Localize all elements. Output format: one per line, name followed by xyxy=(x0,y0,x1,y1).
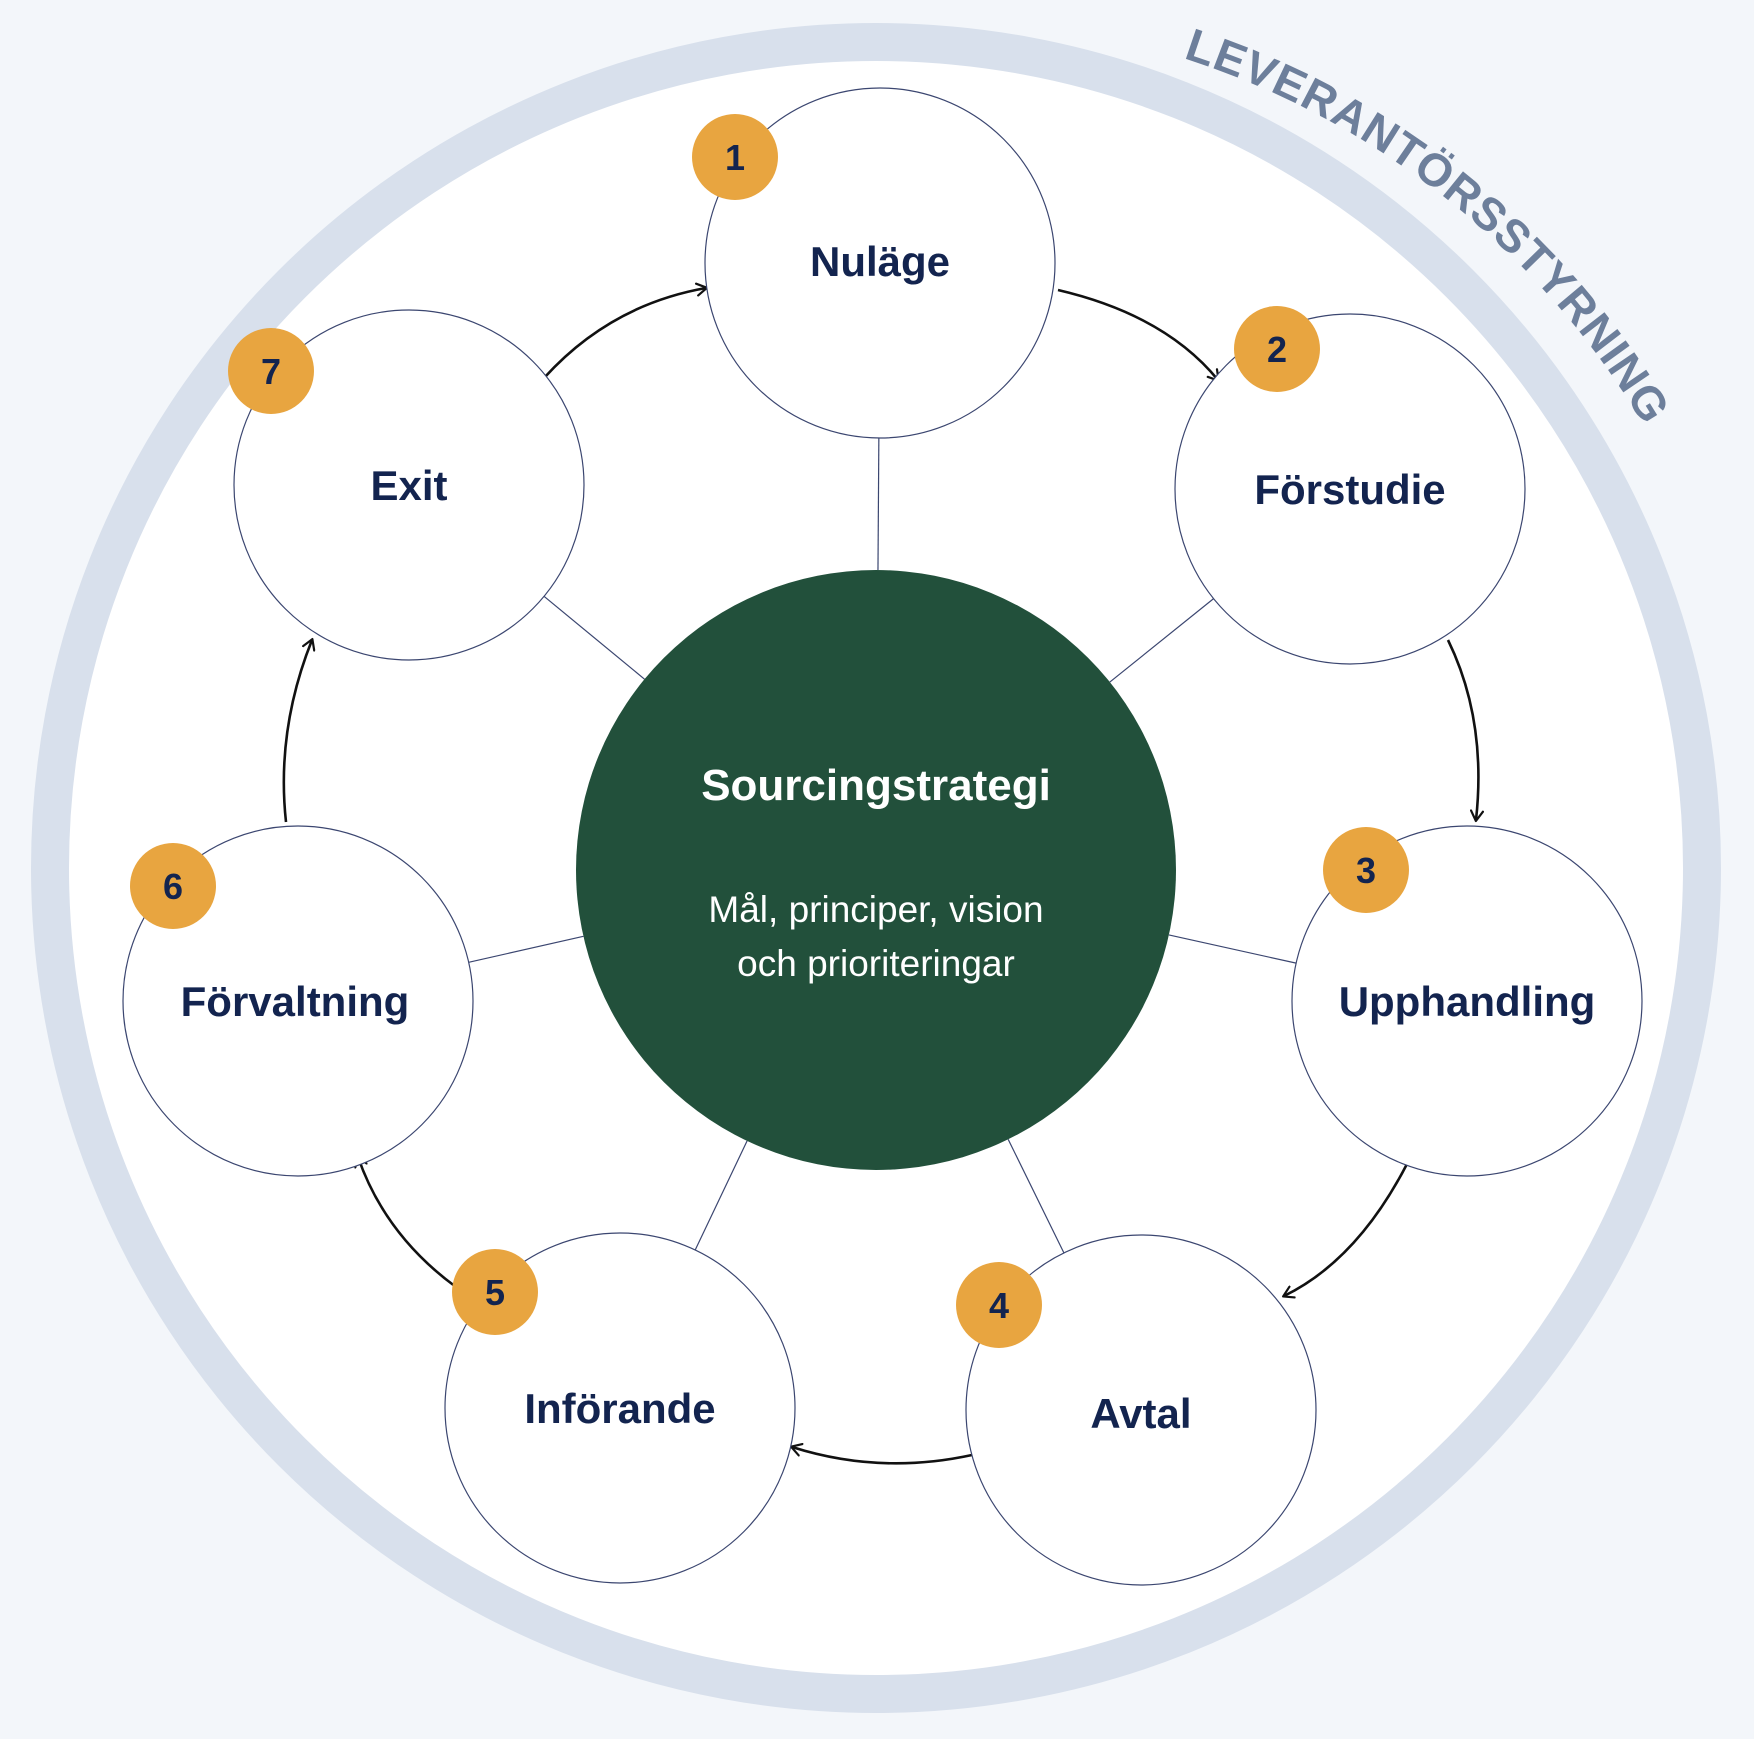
arrow-6-to-7 xyxy=(282,640,312,823)
step-node-avtal: Avtal 4 xyxy=(956,1234,1317,1586)
step-badge xyxy=(452,1249,538,1335)
step-label: Nuläge xyxy=(810,238,950,285)
arrow-5-to-6 xyxy=(358,1157,457,1289)
center-title: Sourcingstrategi xyxy=(701,761,1051,810)
step-number: 1 xyxy=(725,137,745,178)
step-number: 4 xyxy=(989,1285,1009,1326)
step-node-upphandling: Upphandling 3 xyxy=(1291,825,1643,1177)
step-node-exit: Exit 7 xyxy=(228,309,585,661)
step-label: Exit xyxy=(370,462,447,509)
center-subtitle-line-2: och prioriteringar xyxy=(737,943,1015,984)
step-badge xyxy=(130,843,216,929)
center-subtitle-line-1: Mål, principer, vision xyxy=(708,889,1043,930)
step-label: Införande xyxy=(524,1385,715,1432)
center-circle xyxy=(576,570,1176,1170)
arrow-7-to-1 xyxy=(543,288,706,379)
step-badge xyxy=(1234,306,1320,392)
step-badge xyxy=(1323,827,1409,913)
step-number: 6 xyxy=(163,866,183,907)
arrow-4-to-5 xyxy=(792,1447,973,1465)
step-badge xyxy=(692,114,778,200)
step-node-inforande: Införande 5 xyxy=(444,1232,796,1584)
step-label: Upphandling xyxy=(1339,978,1596,1025)
step-number: 3 xyxy=(1356,850,1376,891)
cycle-arrows xyxy=(282,288,1479,1465)
step-number: 2 xyxy=(1267,329,1287,370)
step-node-forstudie: Förstudie 2 xyxy=(1174,306,1526,665)
step-label: Avtal xyxy=(1090,1390,1191,1437)
spoke-line-1 xyxy=(877,437,880,571)
step-badge xyxy=(228,328,314,414)
arrow-1-to-2 xyxy=(1057,288,1218,380)
spoke-line-7 xyxy=(543,595,645,680)
spoke-line-4 xyxy=(1007,1139,1065,1254)
spoke-line-5 xyxy=(694,1140,748,1251)
arrow-2-to-3 xyxy=(1446,639,1478,820)
arrow-3-to-4 xyxy=(1284,1161,1410,1296)
step-label: Förvaltning xyxy=(181,978,410,1025)
step-node-nulage: Nuläge 1 xyxy=(692,87,1056,439)
spoke-line-3 xyxy=(1168,934,1297,964)
step-number: 5 xyxy=(485,1272,505,1313)
step-badge xyxy=(956,1262,1042,1348)
spoke-line-6 xyxy=(468,935,584,963)
step-label: Förstudie xyxy=(1254,466,1445,513)
spoke-line-2 xyxy=(1109,598,1214,683)
spoke-lines xyxy=(468,437,1297,1254)
step-node-forvaltning: Förvaltning 6 xyxy=(122,825,474,1177)
step-number: 7 xyxy=(261,351,281,392)
